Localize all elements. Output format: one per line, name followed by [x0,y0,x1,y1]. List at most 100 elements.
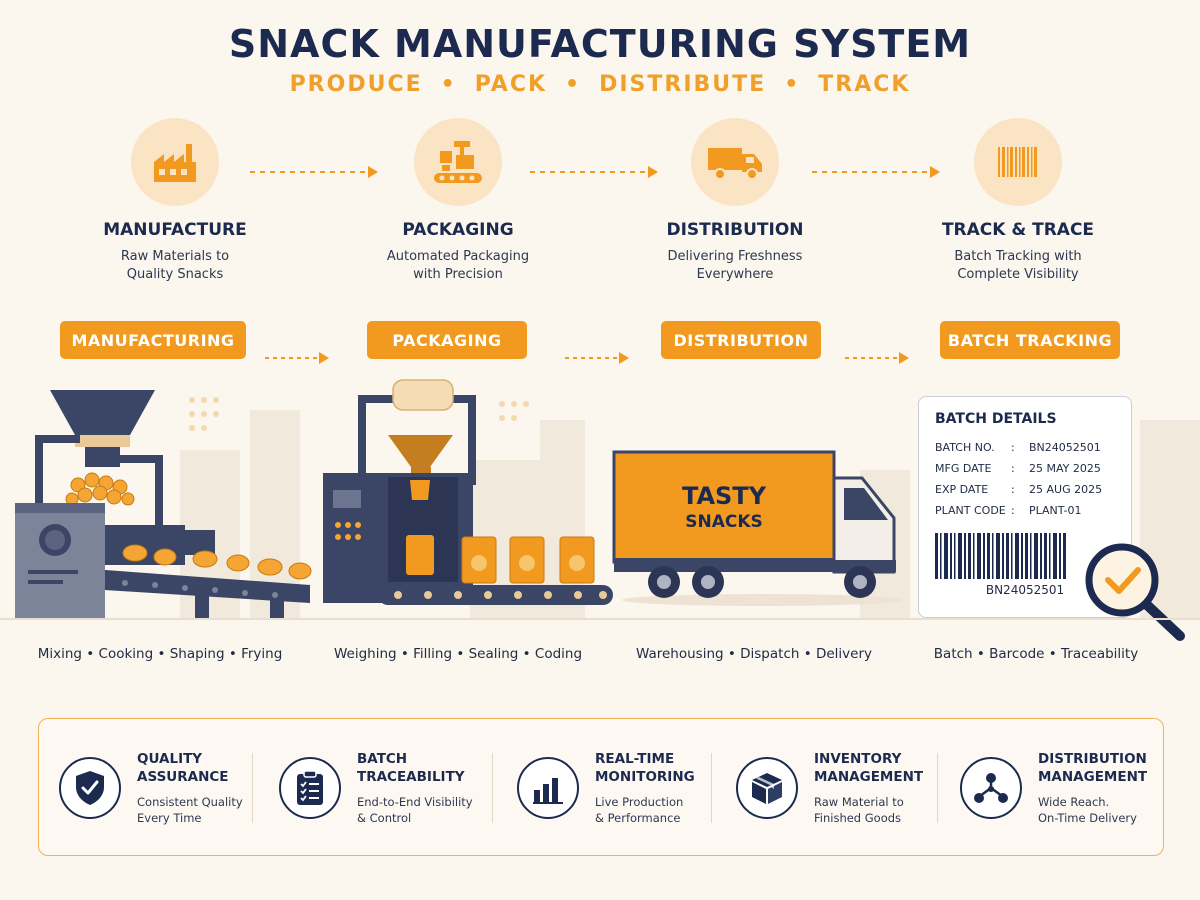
feature-desc: Live Production & Performance [595,794,695,826]
stage-circle [131,118,219,206]
feature-desc-line: & Control [357,811,412,825]
batch-colon: : [1011,441,1015,454]
caption-distribution: Warehousing • Dispatch • Delivery [635,646,873,662]
caption-batch-tracking: Batch • Barcode • Traceability [933,646,1139,662]
subtitle-pack: PACK [474,72,548,97]
feature-heading: MONITORING [595,769,695,785]
stage-desc-line: Batch Tracking with [954,249,1082,264]
barcode-icon [998,147,1037,177]
subtitle-produce: PRODUCE [289,72,423,97]
feature-desc-line: End-to-End Visibility [357,795,473,809]
feature-real-time-monitoring: REAL-TIME MONITORING Live Production & P… [517,719,695,857]
batch-colon: : [1011,483,1015,496]
stage-circle [414,118,502,206]
stage-desc-line: Everywhere [696,267,774,282]
label-manufacturing: MANUFACTURING [60,321,246,359]
feature-heading: ASSURANCE [137,769,229,785]
batch-key: EXP DATE [935,483,989,496]
feature-bar: QUALITY ASSURANCE Consistent Quality Eve… [38,718,1164,856]
stage-circle [691,118,779,206]
subtitle-dot: • [784,72,801,97]
caption-manufacturing: Mixing • Cooking • Shaping • Frying [37,646,283,662]
feature-text: INVENTORY MANAGEMENT Raw Material to Fin… [814,750,923,826]
feature-heading: BATCH [357,751,408,767]
batch-row: MFG DATE : 25 MAY 2025 [935,458,1115,479]
feature-icon-circle [736,757,798,819]
feature-desc-line: Every Time [137,811,202,825]
feature-heading: INVENTORY [814,751,902,767]
feature-separator [711,753,712,823]
feature-desc-line: Finished Goods [814,811,902,825]
factory-icon [154,144,196,182]
feature-icon-circle [960,757,1022,819]
ground-line [0,618,1200,620]
feature-text: REAL-TIME MONITORING Live Production & P… [595,750,695,826]
truck-brand-line2: SNACKS [685,512,763,532]
feature-heading: TRACEABILITY [357,769,465,785]
packaging-machine-illustration [323,379,613,605]
feature-desc-line: Consistent Quality [137,795,243,809]
stage-desc-line: Raw Materials to [120,249,230,264]
subtitle-distribute: DISTRIBUTE [599,72,767,97]
label-packaging: PACKAGING [367,321,527,359]
batch-row: PLANT CODE : PLANT-01 [935,500,1115,521]
feature-desc-line: Live Production [595,795,684,809]
stage-desc-line: Quality Snacks [126,267,224,282]
batch-value: 25 MAY 2025 [1029,462,1101,475]
stage-name: TRACK & TRACE [941,220,1095,240]
truck-illustration: TASTY SNACKS [612,448,902,608]
feature-icon-circle [517,757,579,819]
feature-icon-circle [59,757,121,819]
bar-chart-icon [533,778,563,804]
feature-separator [937,753,938,823]
page-title: SNACK MANUFACTURING SYSTEM [228,22,972,66]
batch-key: MFG DATE [935,462,992,475]
stage-distribution: DISTRIBUTION Delivering Freshness Everyw… [620,118,850,284]
manufacturing-machine-illustration [15,390,312,620]
feature-text: DISTRIBUTION MANAGEMENT Wide Reach. On-T… [1038,750,1147,826]
stage-name: PACKAGING [402,220,514,240]
batch-key: BATCH NO. [935,441,995,454]
stage-desc: Batch Tracking with Complete Visibility [903,248,1133,284]
feature-desc-line: Raw Material to [814,795,904,809]
feature-distribution-management: DISTRIBUTION MANAGEMENT Wide Reach. On-T… [960,719,1147,857]
batch-colon: : [1011,504,1015,517]
truck-icon [708,148,762,180]
truck-brand-line1: TASTY [681,482,767,510]
stage-packaging: PACKAGING Automated Packaging with Preci… [343,118,573,284]
flow-arrow [565,352,629,364]
batch-row: BATCH NO. : BN24052501 [935,437,1115,458]
batch-value: 25 AUG 2025 [1029,483,1103,496]
feature-desc-line: & Performance [595,811,681,825]
subtitle-dot: • [565,72,582,97]
subtitle-dot: • [440,72,457,97]
batch-key: PLANT CODE [935,504,1006,517]
stage-name: MANUFACTURE [103,220,247,240]
flow-arrow [265,352,329,364]
feature-heading: MANAGEMENT [814,769,924,785]
batch-colon: : [1011,462,1015,475]
feature-heading: DISTRIBUTION [1038,751,1147,767]
stage-desc-line: Complete Visibility [957,267,1079,282]
feature-text: BATCH TRACEABILITY End-to-End Visibility… [357,750,473,826]
feature-desc: End-to-End Visibility & Control [357,794,473,826]
clipboard-checklist-icon [297,770,323,805]
batch-row: EXP DATE : 25 AUG 2025 [935,479,1115,500]
feature-desc: Wide Reach. On-Time Delivery [1038,794,1147,826]
flow-arrow [845,352,909,364]
stage-desc-line: Delivering Freshness [667,249,803,264]
barcode-icon [935,533,1066,579]
feature-desc-line: Wide Reach. [1038,795,1110,809]
stage-desc: Automated Packaging with Precision [343,248,573,284]
network-icon [974,773,1008,803]
packaging-machine-icon [434,141,482,183]
stage-desc: Delivering Freshness Everywhere [620,248,850,284]
shield-check-icon [76,771,104,805]
feature-heading: QUALITY [137,751,203,767]
stage-track-trace: TRACK & TRACE Batch Tracking with Comple… [903,118,1133,284]
feature-desc: Raw Material to Finished Goods [814,794,923,826]
truck-brand: TASTY SNACKS [614,482,834,532]
label-distribution: DISTRIBUTION [661,321,821,359]
flow-arrow [250,166,378,178]
feature-separator [252,753,253,823]
